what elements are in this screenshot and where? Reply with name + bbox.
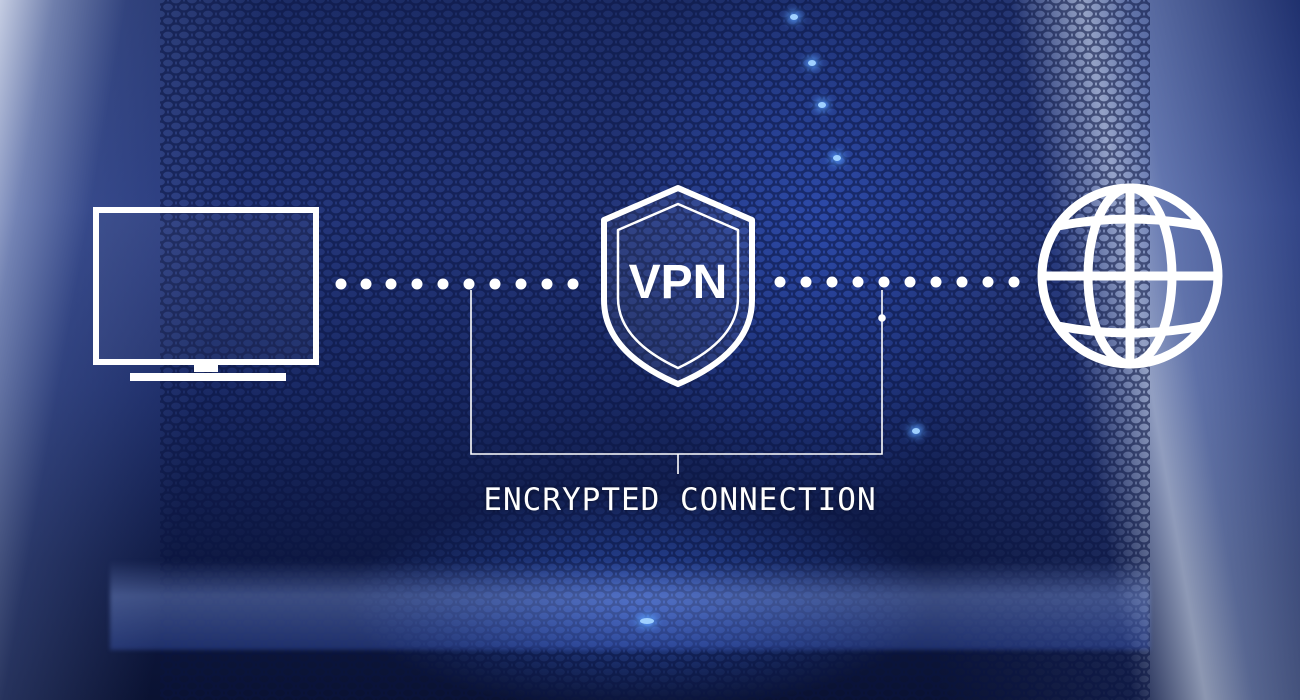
status-led bbox=[640, 618, 654, 624]
encryption-bracket bbox=[470, 290, 886, 474]
left-dotted-connection bbox=[335, 278, 579, 290]
vpn-shield-icon: VPN bbox=[601, 185, 755, 387]
status-led bbox=[912, 428, 920, 434]
globe-icon bbox=[1037, 183, 1223, 369]
status-led bbox=[808, 60, 816, 66]
monitor-icon bbox=[93, 207, 319, 381]
vpn-label: VPN bbox=[629, 256, 728, 309]
status-led bbox=[818, 102, 826, 108]
front-panel-glow bbox=[110, 560, 1150, 650]
encrypted-connection-caption: ENCRYPTED CONNECTION bbox=[483, 482, 877, 518]
status-led bbox=[790, 14, 798, 20]
right-dotted-connection bbox=[774, 276, 1020, 288]
status-led bbox=[833, 155, 841, 161]
